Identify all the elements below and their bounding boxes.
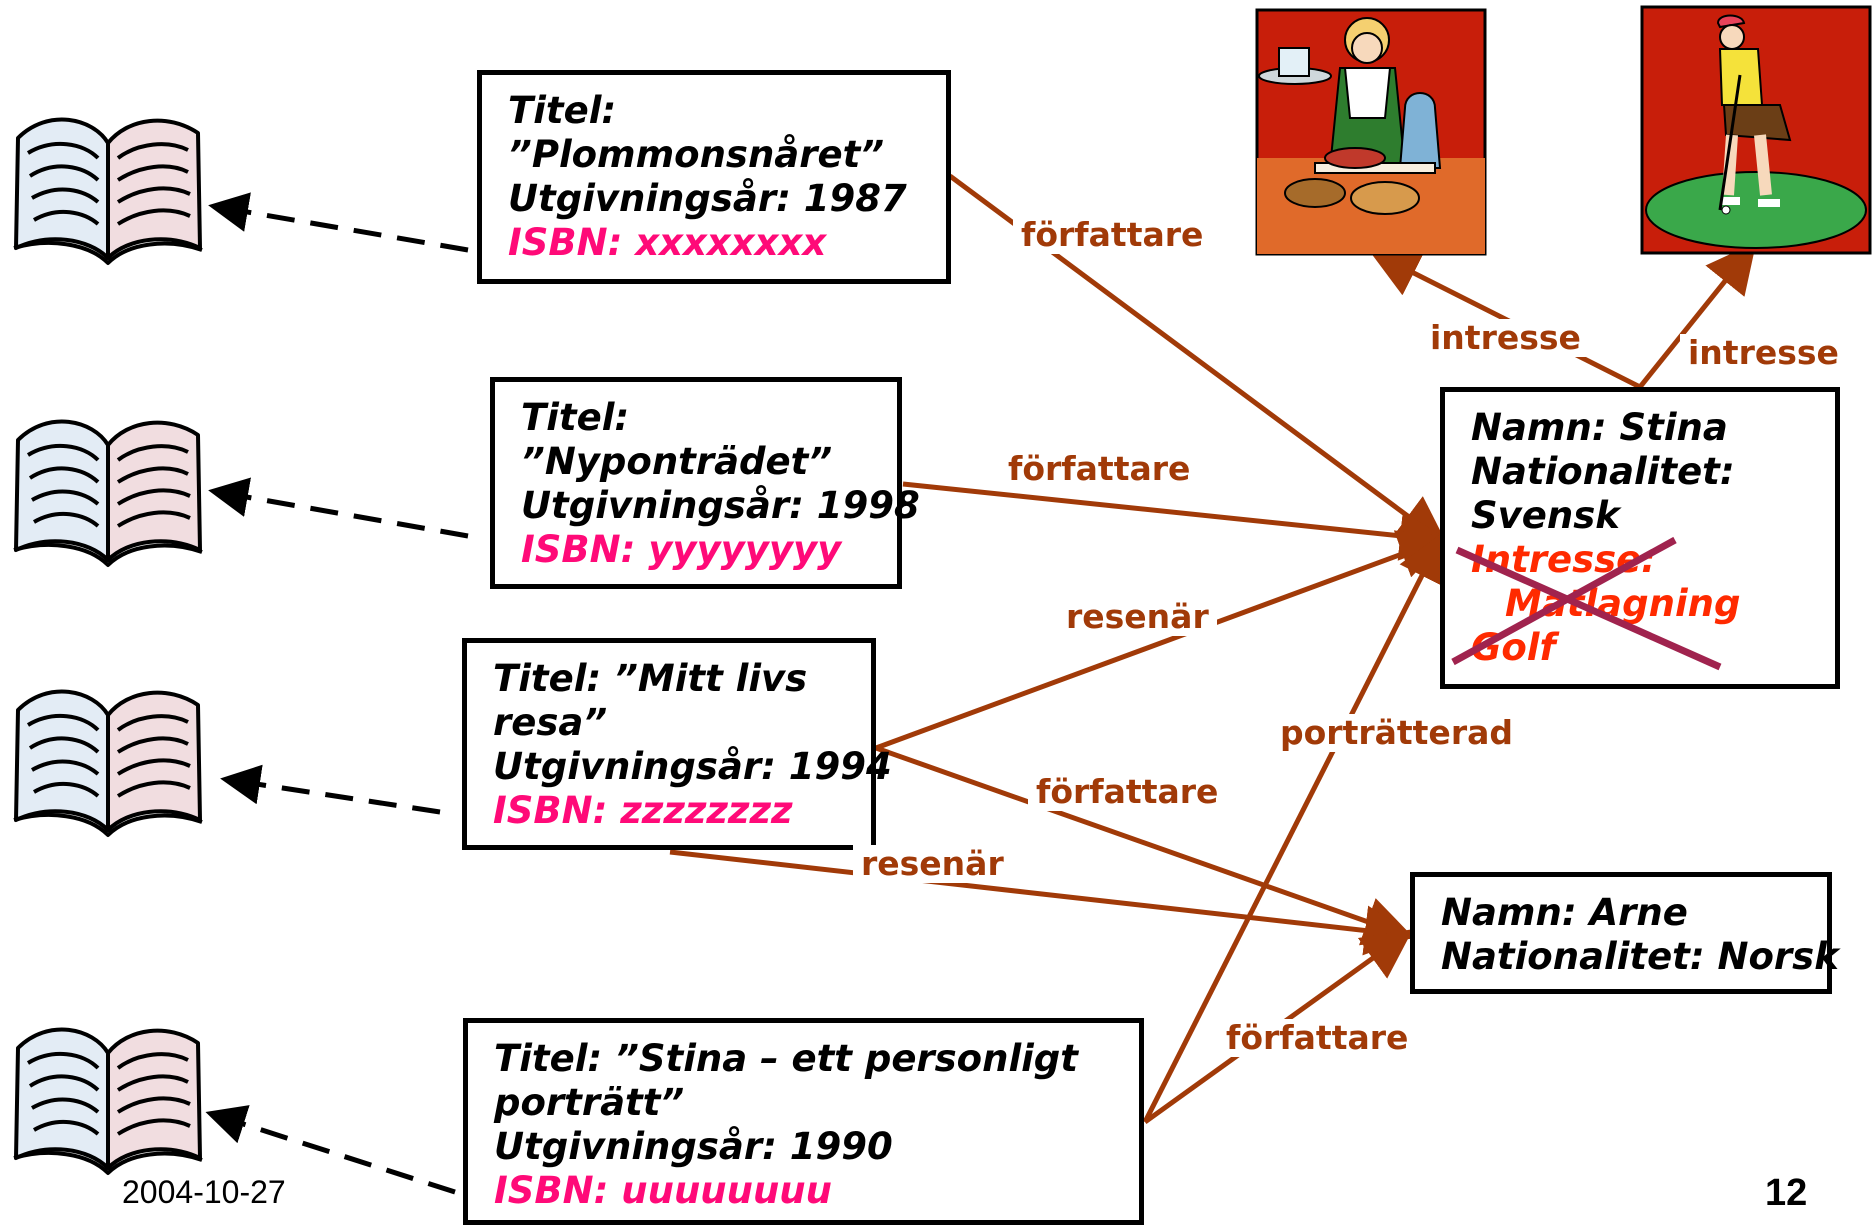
- book-title: Titel: ”Stina – ett personligt: [494, 1037, 1078, 1080]
- book-isbn: ISBN: uuuuuuuu: [494, 1169, 832, 1212]
- edge-mittlivs-arne-forf: [875, 745, 1415, 946]
- open-book-icon: [13, 117, 203, 265]
- relation-label-portratterad: porträtterad: [1272, 714, 1521, 752]
- book-title: ”Plommonsnåret”: [508, 133, 885, 176]
- instance-arrow-3: [220, 764, 441, 815]
- edge-mittlivs-stina: [875, 530, 1450, 751]
- book-title: ”Nyponträdet”: [521, 440, 833, 483]
- golf-clipart: [1640, 5, 1872, 255]
- instance-arrow-1: [208, 192, 469, 253]
- book-year: Utgivningsår: 1998: [521, 484, 920, 527]
- person-box-stina: Namn: Stina Nationalitet: Svensk Intress…: [1440, 387, 1840, 689]
- book-box-plommonsnaret: Titel: ”Plommonsnåret” Utgivningsår: 198…: [477, 70, 951, 284]
- open-book-icon: [13, 1027, 203, 1175]
- cooking-clipart: [1255, 8, 1487, 256]
- relation-label-resenar: resenär: [1058, 598, 1217, 636]
- edge-nypon-stina: [902, 481, 1450, 561]
- strike-cross: [1451, 536, 1722, 671]
- open-book-icon: [13, 419, 203, 567]
- edge-stina-bok-portratterad: [1142, 531, 1445, 1124]
- book-year: Utgivningsår: 1994: [493, 745, 892, 788]
- book-year: Utgivningsår: 1987: [508, 177, 907, 220]
- book-box-mitt-livs-resa: Titel: ”Mitt livs resa” Utgivningsår: 19…: [462, 638, 892, 850]
- person-name: Namn: Stina: [1471, 406, 1728, 449]
- open-book-icon: [13, 689, 203, 837]
- page-number: 12: [1765, 1172, 1808, 1214]
- relation-label-forfattare: författare: [1013, 216, 1212, 254]
- book-title-cont: porträtt”: [494, 1081, 685, 1124]
- edge-mittlivs-arne-resenar: [669, 849, 1415, 956]
- book-title-label: Titel:: [521, 396, 630, 439]
- instance-arrow-2: [208, 477, 469, 539]
- book-title: Titel: ”Mitt livs: [493, 657, 808, 700]
- person-nationality: Nationalitet: Norsk: [1441, 935, 1839, 978]
- relation-label-forfattare: författare: [1028, 773, 1227, 811]
- person-name: Namn: Arne: [1441, 891, 1688, 934]
- book-box-stina-portratt: Titel: ”Stina – ett personligt porträtt”…: [463, 1018, 1144, 1225]
- person-nationality-label: Nationalitet:: [1471, 450, 1735, 493]
- edge-stina-golf: [1638, 242, 1757, 389]
- book-isbn: ISBN: yyyyyyyy: [521, 528, 842, 571]
- book-box-nypontradet: Titel: ”Nyponträdet” Utgivningsår: 1998 …: [490, 377, 920, 589]
- book-isbn: ISBN: xxxxxxxx: [508, 221, 827, 264]
- relation-label-resenar: resenär: [853, 845, 1012, 883]
- book-year: Utgivningsår: 1990: [494, 1125, 893, 1168]
- book-title-cont: resa”: [493, 701, 608, 744]
- book-isbn: ISBN: zzzzzzzz: [493, 789, 793, 832]
- book-title-label: Titel:: [508, 89, 617, 132]
- relation-label-intresse: intresse: [1422, 319, 1589, 357]
- person-box-arne: Namn: Arne Nationalitet: Norsk: [1410, 872, 1839, 994]
- person-nationality: Svensk: [1471, 494, 1620, 537]
- relation-label-forfattare: författare: [1218, 1019, 1417, 1057]
- footer-date: 2004-10-27: [122, 1174, 286, 1210]
- person-interest-label: Intresse:: [1471, 538, 1657, 581]
- relation-label-forfattare: författare: [1000, 450, 1199, 488]
- relation-label-intresse: intresse: [1680, 334, 1847, 372]
